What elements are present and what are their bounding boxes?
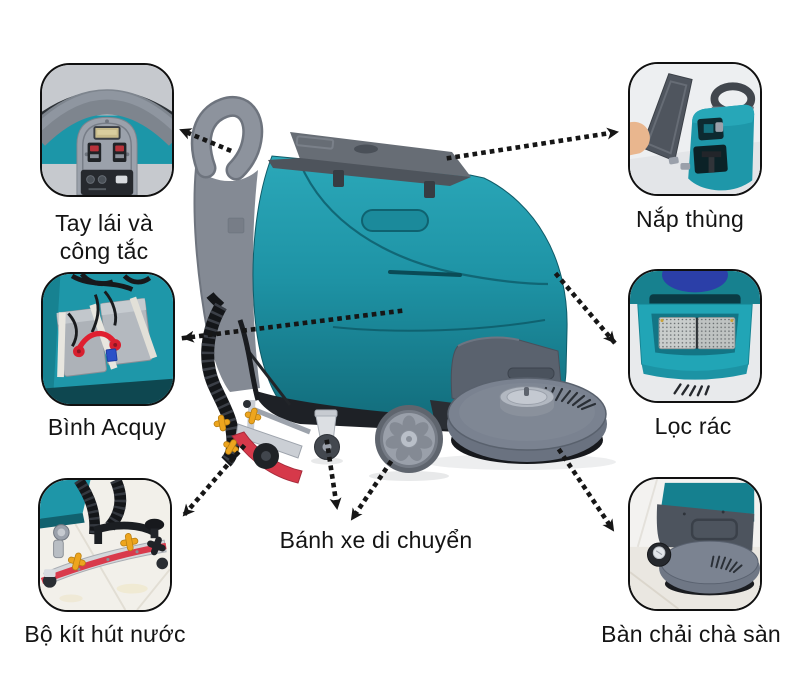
undercarriage (244, 347, 470, 432)
brush-photo-art (630, 479, 760, 609)
callout-steering-photo (40, 63, 174, 197)
callout-battery-photo (41, 272, 175, 406)
adjust-knobs (213, 407, 262, 455)
machine-body (252, 155, 568, 428)
arrow-filter (553, 271, 618, 346)
steering-handle (190, 96, 264, 392)
callout-tank-lid-photo (628, 62, 762, 196)
arrow-wheels-main (348, 459, 394, 523)
filter-photo-art (630, 271, 760, 401)
label-battery: Bình Acquy (47, 414, 167, 440)
label-filter: Lọc rác (654, 413, 732, 439)
label-brush: Bàn chải chà sàn (601, 621, 781, 647)
callout-filter-photo (628, 269, 762, 403)
battery-photo-art (43, 274, 173, 404)
label-steering-line1: Tay lái và (55, 210, 153, 236)
caster-wheel (314, 409, 340, 460)
arrow-brush (556, 447, 617, 534)
arrow-tank-lid (446, 127, 620, 161)
arrow-wheels-caster (324, 439, 342, 511)
arrow-squeegee (180, 443, 247, 519)
vacuum-hose (201, 292, 261, 467)
steering-photo-art (42, 65, 172, 195)
floor-shadow (311, 454, 616, 481)
label-wheels: Bánh xe di chuyển (279, 527, 473, 553)
deck-vents (540, 386, 597, 411)
arrow-battery (181, 308, 403, 343)
callout-squeegee-photo (38, 478, 172, 612)
label-steering: Tay lái và công tắc (14, 209, 194, 265)
squeegee-assembly (213, 399, 311, 484)
tank-lid-photo-art (630, 64, 760, 194)
brush-deck (447, 377, 607, 464)
transport-wheel (375, 405, 443, 473)
squeegee-photo-art (40, 480, 170, 610)
callout-brush-photo (628, 477, 762, 611)
rear-bumper (450, 336, 562, 407)
label-tank-lid: Nắp thùng (636, 206, 744, 232)
label-squeegee: Bộ kít hút nước (24, 621, 186, 647)
tank-lid-top (268, 132, 471, 198)
label-steering-line2: công tắc (59, 238, 149, 264)
arrow-steering (177, 126, 233, 154)
